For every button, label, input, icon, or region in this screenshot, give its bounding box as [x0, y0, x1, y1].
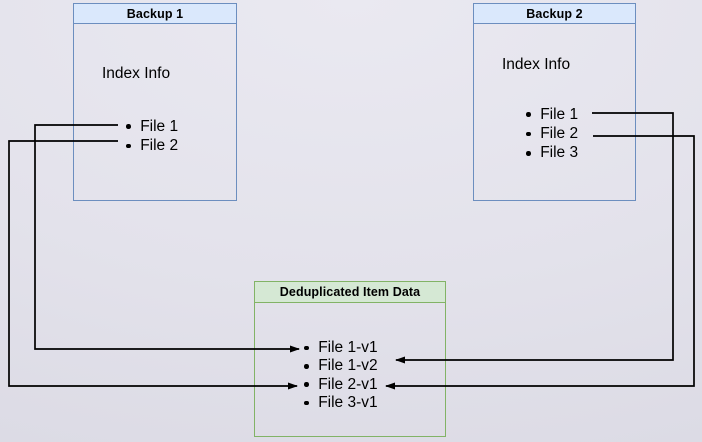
list-item-label: File 1-v1 [318, 339, 378, 357]
backup2-file-list: File 1 File 2 File 3 [526, 105, 578, 163]
backup1-title: Backup 1 [126, 6, 184, 21]
dedup-box: Deduplicated Item Data File 1-v1 File 1-… [254, 281, 446, 437]
list-item: File 2 [526, 124, 578, 143]
list-item-label: File 2-v1 [318, 375, 378, 393]
backup2-index-info-label: Index Info [502, 56, 571, 73]
bullet-icon [304, 364, 309, 369]
list-item: File 1 [526, 105, 578, 124]
list-item: File 2-v1 [304, 376, 378, 394]
backup2-title: Backup 2 [526, 6, 583, 21]
bullet-icon [526, 151, 531, 156]
dedup-header: Deduplicated Item Data [255, 282, 445, 303]
bullet-icon [304, 382, 309, 388]
backup1-file-list: File 1 File 2 [126, 117, 178, 156]
bullet-icon [526, 112, 531, 117]
dedup-title: Deduplicated Item Data [279, 285, 421, 299]
backup1-header: Backup 1 [74, 4, 236, 24]
bullet-icon [304, 400, 309, 406]
bullet-icon [526, 131, 531, 137]
list-item: File 2 [126, 136, 178, 155]
bullet-icon [126, 124, 131, 129]
backup2-box: Backup 2 Index Info File 1 File 2 File 3 [473, 3, 636, 201]
dedup-file-list: File 1-v1 File 1-v2 File 2-v1 File 3-v1 [304, 339, 378, 412]
backup1-index-info-label: Index Info [102, 65, 171, 82]
list-item-label: File 1 [140, 117, 179, 135]
list-item: File 3-v1 [304, 394, 378, 412]
list-item: File 3 [526, 144, 578, 163]
list-item: File 1-v2 [304, 357, 378, 375]
list-item-label: File 1-v2 [318, 357, 378, 375]
list-item-label: File 3-v1 [318, 394, 378, 412]
list-item-label: File 3 [540, 144, 579, 162]
bullet-icon [304, 345, 309, 351]
bullet-icon [126, 143, 131, 149]
list-item-label: File 2 [540, 125, 579, 143]
list-item: File 1-v1 [304, 339, 378, 357]
backup2-header: Backup 2 [474, 4, 635, 24]
list-item-label: File 1 [540, 105, 579, 123]
list-item-label: File 2 [140, 137, 179, 155]
backup1-box: Backup 1 Index Info File 1 File 2 [73, 3, 237, 201]
list-item: File 1 [126, 117, 178, 136]
